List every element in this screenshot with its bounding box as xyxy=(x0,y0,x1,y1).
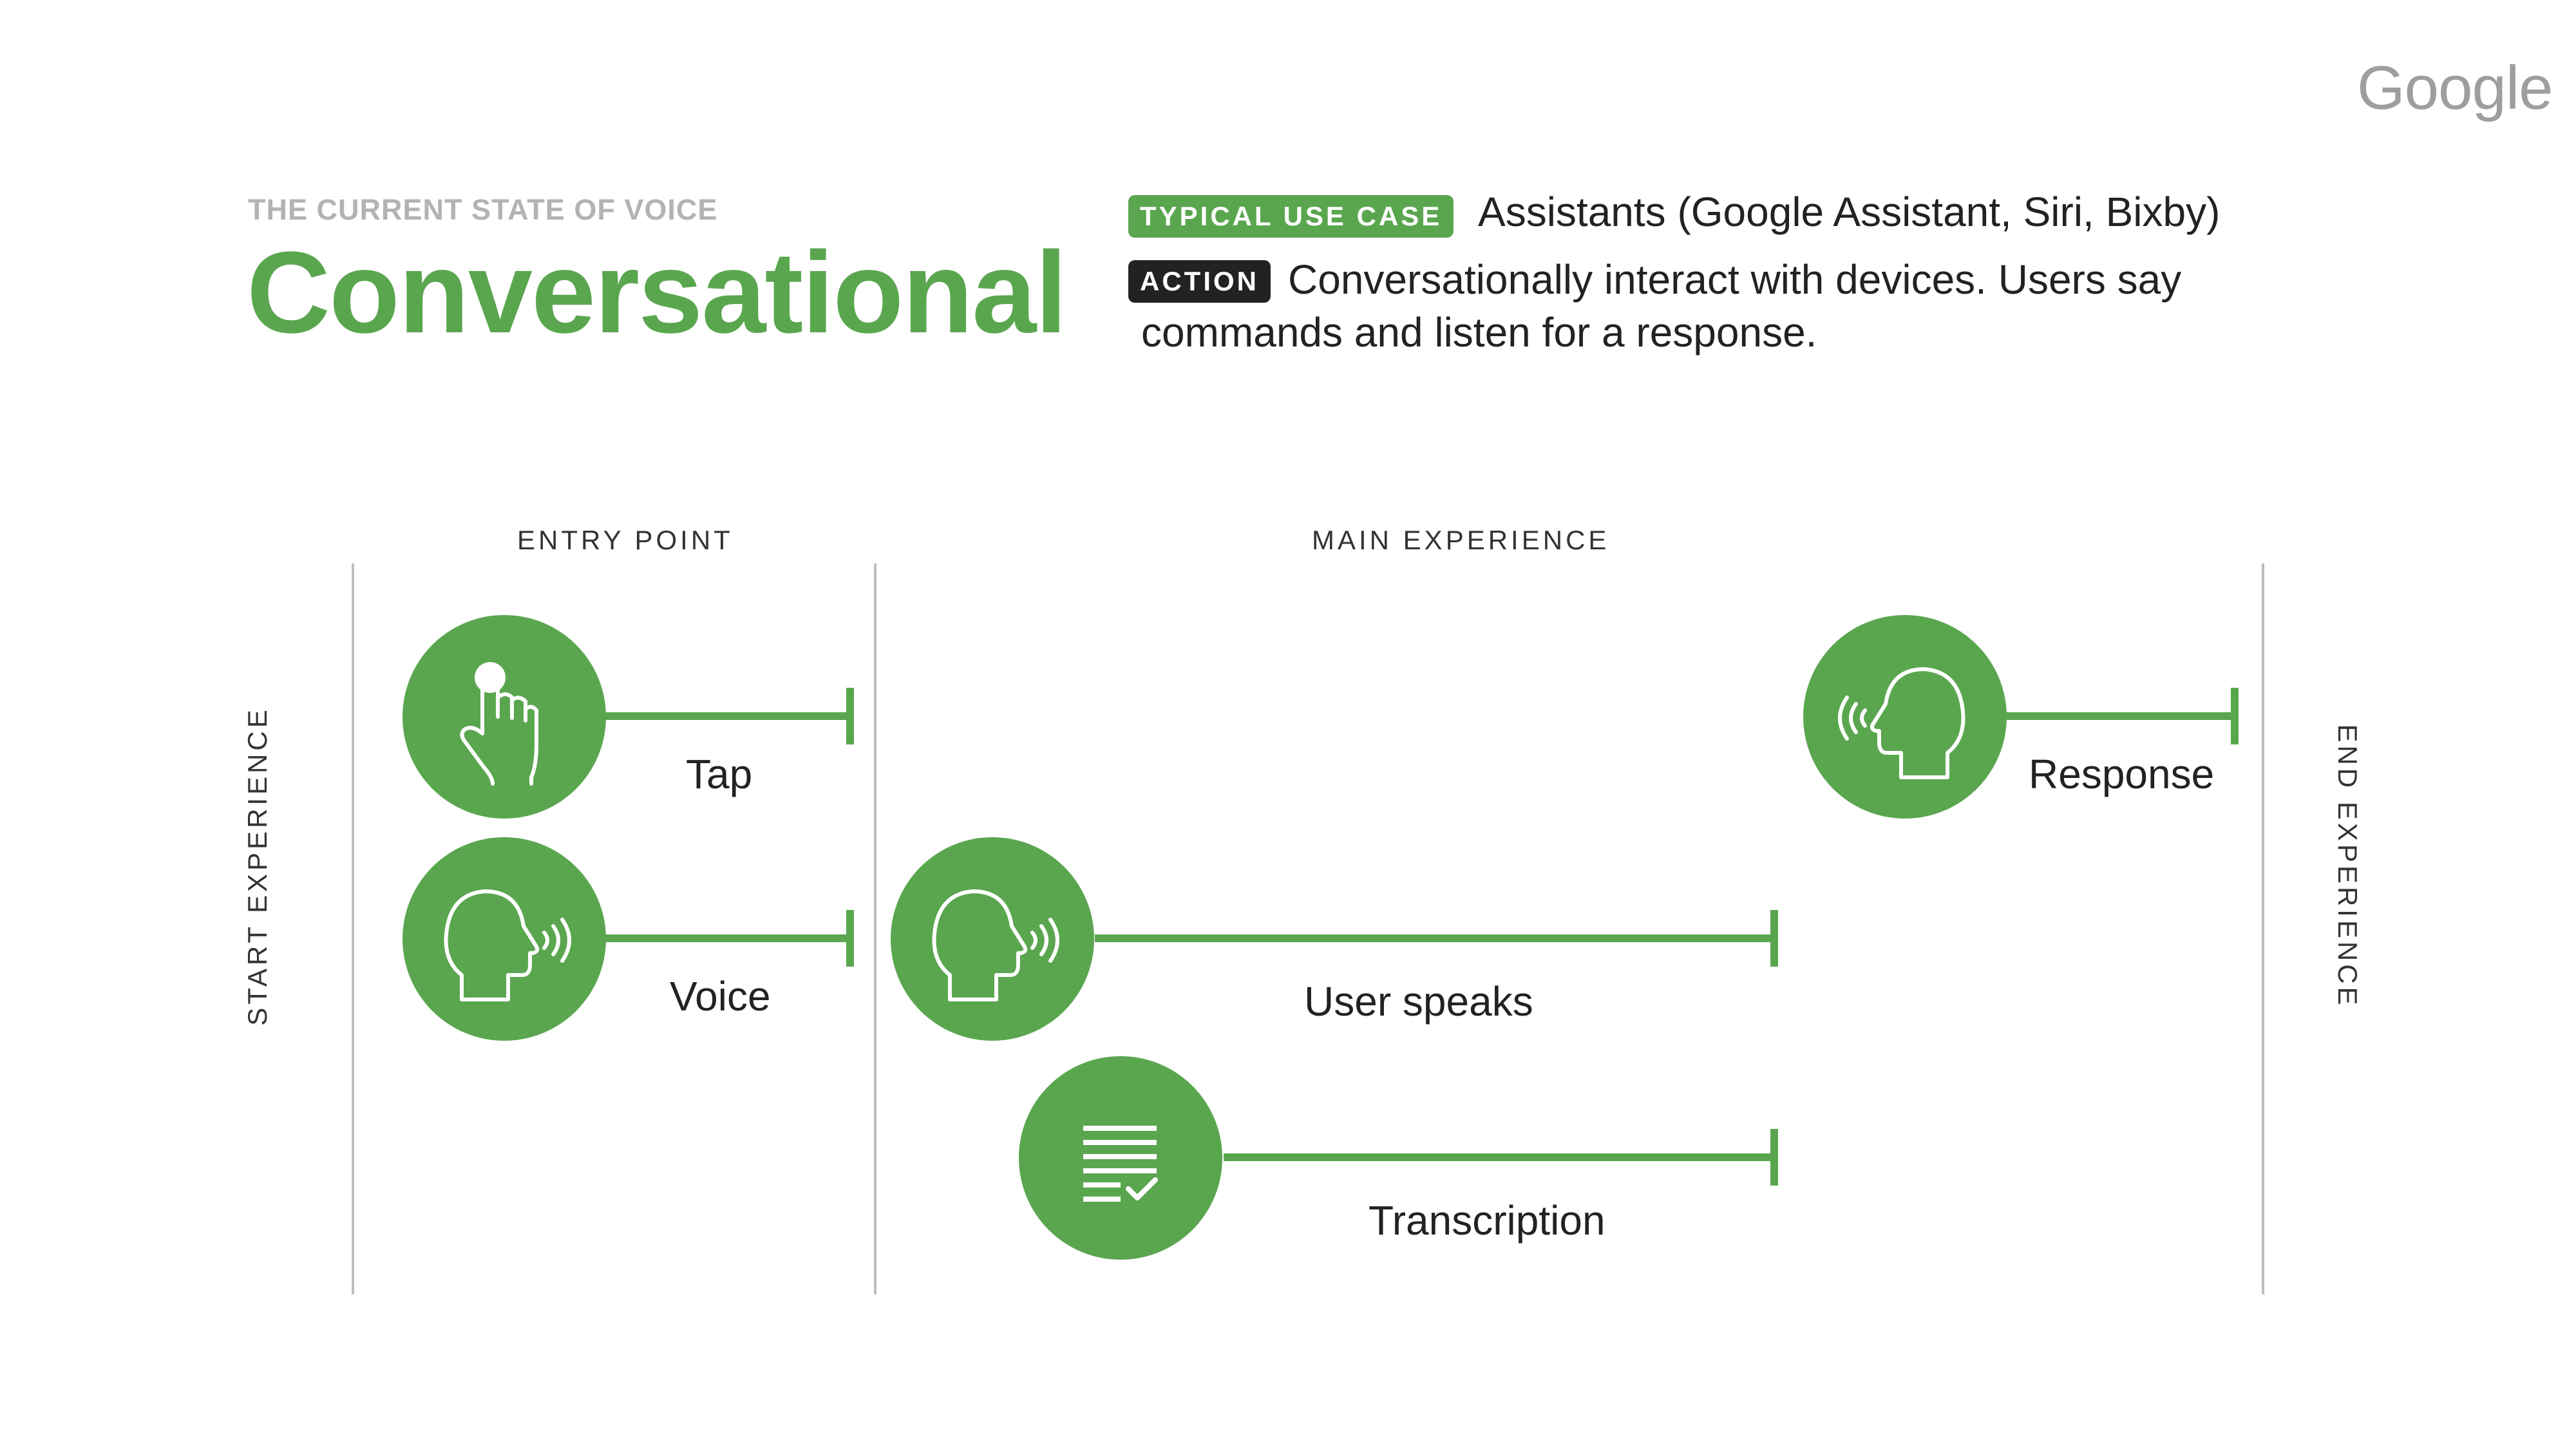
column-header-main-experience: MAIN EXPERIENCE xyxy=(1312,525,1610,555)
response-step-label: Response xyxy=(2029,751,2215,797)
tap-step-circle xyxy=(402,615,606,819)
tap-step-label: Tap xyxy=(686,751,753,797)
divider-line-start xyxy=(352,564,354,1294)
section-eyebrow: THE CURRENT STATE OF VOICE xyxy=(248,193,718,226)
divider-line-entry-end xyxy=(874,564,876,1294)
google-logo: Google xyxy=(2357,53,2553,122)
tap-duration-endcap xyxy=(846,688,854,744)
page-title: Conversational xyxy=(247,228,1067,357)
response-duration-bar xyxy=(1996,712,2235,720)
user-speaks-duration-bar xyxy=(1095,934,1774,942)
use-case-text: Assistants (Google Assistant, Siri, Bixb… xyxy=(1478,189,2221,235)
speaking-head-icon xyxy=(932,889,1059,1001)
response-step-circle xyxy=(1803,615,2007,819)
transcription-step-label: Transcription xyxy=(1368,1197,1605,1244)
transcript-check-icon xyxy=(1083,1126,1158,1202)
use-case-badge: TYPICAL USE CASE xyxy=(1128,195,1454,238)
user-speaks-step-label: User speaks xyxy=(1304,978,1533,1025)
voice-step-label: Voice xyxy=(670,973,771,1019)
voice-step-circle xyxy=(402,837,606,1041)
voice-duration-endcap xyxy=(846,910,854,967)
tap-duration-bar xyxy=(605,712,850,720)
speaking-head-icon xyxy=(444,889,571,1001)
action-badge: ACTION xyxy=(1128,260,1271,303)
user-speaks-step-circle xyxy=(891,837,1094,1041)
start-experience-label: START EXPERIENCE xyxy=(242,706,272,1026)
transcription-step-circle xyxy=(1019,1056,1222,1260)
end-experience-label: END EXPERIENCE xyxy=(2333,724,2363,1009)
voice-duration-bar xyxy=(605,934,850,942)
listening-head-icon xyxy=(1838,667,1965,779)
column-header-entry-point: ENTRY POINT xyxy=(517,525,734,555)
action-text: Conversationally interact with devices. … xyxy=(1141,256,2182,355)
tap-hand-icon xyxy=(460,662,538,786)
divider-line-end xyxy=(2262,564,2264,1294)
transcription-duration-bar xyxy=(1224,1153,1774,1161)
transcription-duration-endcap xyxy=(1770,1129,1778,1186)
user-speaks-duration-endcap xyxy=(1770,910,1778,967)
response-duration-endcap xyxy=(2231,688,2239,744)
